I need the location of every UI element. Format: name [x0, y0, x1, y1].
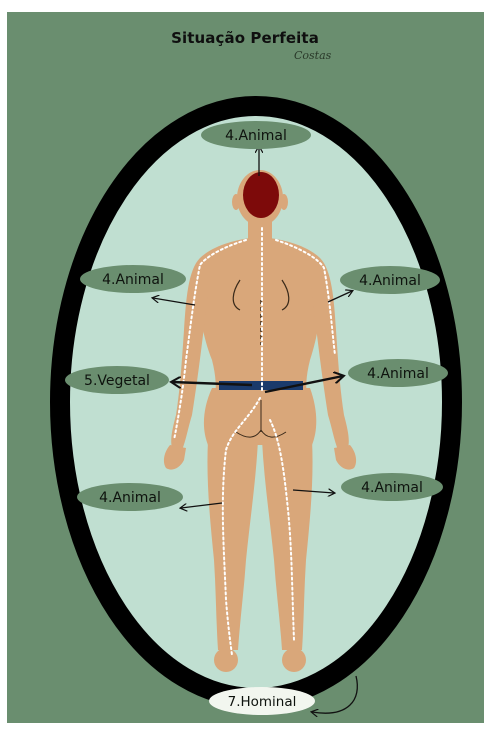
- label-waist-left: 5.Vegetal: [65, 366, 169, 394]
- label-left-leg: 4.Animal: [77, 483, 183, 511]
- label-waist-right: 4.Animal: [348, 359, 448, 387]
- label-head-text: 4.Animal: [225, 128, 287, 144]
- label-waist-right-text: 4.Animal: [367, 366, 429, 382]
- label-bottom-text: 7.Hominal: [228, 694, 297, 710]
- label-left-arm-upper-text: 4.Animal: [102, 272, 164, 288]
- label-waist-left-text: 5.Vegetal: [84, 373, 150, 389]
- label-left-arm-upper: 4.Animal: [80, 265, 186, 293]
- label-bottom: 7.Hominal: [209, 687, 315, 715]
- label-right-arm-upper: 4.Animal: [340, 266, 440, 294]
- head-crown-spot: [243, 172, 279, 218]
- label-right-arm-upper-text: 4.Animal: [359, 273, 421, 289]
- label-left-leg-text: 4.Animal: [99, 490, 161, 506]
- label-right-leg-text: 4.Animal: [361, 480, 423, 496]
- label-head: 4.Animal: [201, 121, 311, 149]
- label-right-leg: 4.Animal: [341, 473, 443, 501]
